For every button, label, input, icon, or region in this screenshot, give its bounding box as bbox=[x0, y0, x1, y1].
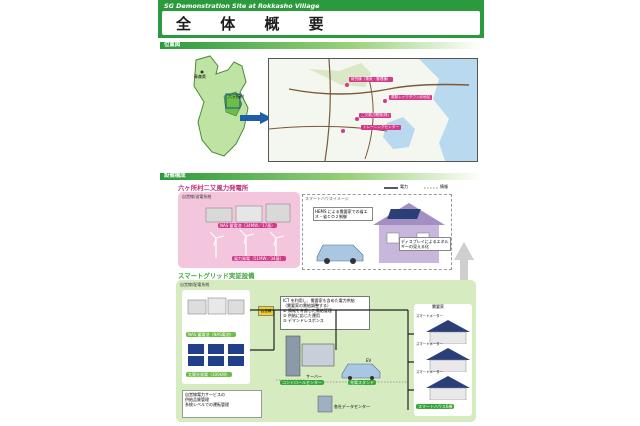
smart-house-heading: スマートハウスイメージ bbox=[305, 196, 349, 201]
prefecture-label: 青森県 bbox=[194, 74, 206, 79]
page-title: 全 体 概 要 bbox=[176, 15, 336, 33]
house-1-meter: スマートメーター bbox=[416, 314, 444, 318]
smart-grid-subheading: 自営線/配電系統 bbox=[180, 282, 210, 287]
map-label-smart-town: 尾駮レイクタウン北地区 bbox=[389, 95, 433, 100]
generation-box: NAS 蓄電池（NAS電池） 太陽光発電（100kW） bbox=[182, 290, 250, 384]
wind-farm-subheading: 自営線/送電系統 bbox=[182, 194, 212, 199]
ev-charging-illustration bbox=[341, 363, 381, 380]
smart-grid-heading: スマートグリッド実証設備 bbox=[178, 272, 255, 280]
detail-map-graphic bbox=[269, 59, 477, 161]
solar-label: 太陽光発電（100kW） bbox=[186, 372, 232, 377]
map-label-office: 研究棟（電気・管理棟） bbox=[349, 77, 393, 82]
location-section-bar: 位置図 bbox=[160, 42, 482, 49]
detail-map: 研究棟（電気・管理棟） 尾駮レイクタウン北地区 二又風力開発(株) トレーニング… bbox=[268, 58, 478, 162]
legend-power-line bbox=[384, 187, 398, 189]
service-notes-box: 自営線電力サービスの 供給品質管理 系統レベルでの運転管理 bbox=[182, 390, 262, 418]
overview-page: SG Demonstration Site at Rokkasho Villag… bbox=[158, 0, 484, 426]
equipment-section-label: 設備構成 bbox=[164, 173, 186, 179]
location-section-label: 位置図 bbox=[164, 42, 181, 48]
legend: 電力 情報 bbox=[384, 184, 478, 192]
prefecture-map bbox=[193, 55, 249, 157]
service-note-1: 自営線電力サービスの bbox=[185, 392, 225, 397]
nas-battery-illustration bbox=[187, 297, 245, 315]
ict-line-5: ③ デマンドレスポンス bbox=[283, 318, 324, 323]
server-illustration bbox=[285, 335, 335, 377]
header-subtitle: SG Demonstration Site at Rokkasho Villag… bbox=[164, 2, 320, 10]
nas-wind-label: NAS 蓄電池（34MW／17基） bbox=[218, 223, 278, 228]
datacenter-icon bbox=[317, 395, 333, 413]
nas-label: NAS 蓄電池（NAS電池） bbox=[186, 332, 236, 337]
ict-line-2: （需要家の需給調整する） bbox=[283, 303, 331, 308]
legend-info-line bbox=[424, 187, 438, 189]
control-center-label: コントロールセンター bbox=[280, 380, 324, 385]
service-note-3: 系統レベルでの運転管理 bbox=[185, 402, 229, 407]
smart-houses-label: スマートハウス6棟 bbox=[416, 404, 455, 409]
service-note-2: 供給品質管理 bbox=[185, 397, 209, 402]
datacenter-label: 各社データセンター bbox=[334, 404, 370, 409]
server-label: サーバー bbox=[306, 374, 322, 379]
wind-power-label: 風力発電（51MW／34基） bbox=[232, 256, 286, 261]
equipment-section-bar: 設備構成 bbox=[160, 173, 482, 180]
ev-illustration bbox=[316, 244, 364, 264]
solar-illustration bbox=[188, 344, 244, 366]
house-3-illustration bbox=[426, 376, 470, 400]
house-2-illustration bbox=[426, 348, 470, 372]
map-label-training: トレーニングセンター bbox=[361, 125, 401, 130]
consumer-box: 需要家 スマートメーター スマートメーター スマートメーター スマートハウス6棟 bbox=[414, 304, 472, 416]
wind-farm-panel: 自営線/送電系統 NAS 蓄電池（34MW／17基） 風力発電（51MW／34基… bbox=[178, 192, 300, 268]
house-1-illustration bbox=[426, 320, 470, 344]
smart-house-illustration bbox=[373, 203, 445, 263]
zoom-arrow bbox=[240, 112, 272, 124]
house-2-meter: スマートメーター bbox=[416, 342, 444, 346]
ict-line-4: ② 供給に応じた運用 bbox=[283, 313, 320, 318]
village-label: 六ヶ所村 bbox=[228, 94, 244, 99]
smart-house-image-panel: スマートハウスイメージ HEMS による需要家での省エネ・省ＣＯ２制御 ディスプ… bbox=[302, 194, 452, 270]
charging-label: 充電スタンド bbox=[348, 380, 376, 385]
wind-farm-illustration bbox=[205, 203, 291, 258]
header-banner: SG Demonstration Site at Rokkasho Villag… bbox=[158, 0, 484, 38]
wind-farm-heading: 六ヶ所村二又風力発電所 bbox=[178, 184, 249, 192]
smart-grid-panel: 自営線/配電系統 NAS 蓄電池（NAS電池） 太陽光発電（100kW） 自営線 bbox=[176, 280, 476, 422]
map-label-futamata: 二又風力開発(株) bbox=[359, 113, 391, 118]
ict-line-1: ICT を利用し、需要家も含めた電力供給 bbox=[283, 298, 355, 303]
hems-note: HEMS による需要家での省エネ・省ＣＯ２制御 bbox=[313, 207, 373, 221]
legend-info-label: 情報 bbox=[440, 184, 448, 189]
ict-box: ICT を利用し、需要家も含めた電力供給 （需要家の需給調整する） ① 情報を考… bbox=[280, 296, 370, 330]
house-3-meter: スマートメーター bbox=[416, 370, 444, 374]
ev-label: EV bbox=[366, 358, 372, 363]
display-note: ディスプレイによるエネルギーの見える化 bbox=[399, 237, 451, 251]
consumer-label: 需要家 bbox=[432, 304, 444, 309]
legend-power-label: 電力 bbox=[400, 184, 408, 189]
header-title-box: 全 体 概 要 bbox=[162, 11, 480, 35]
